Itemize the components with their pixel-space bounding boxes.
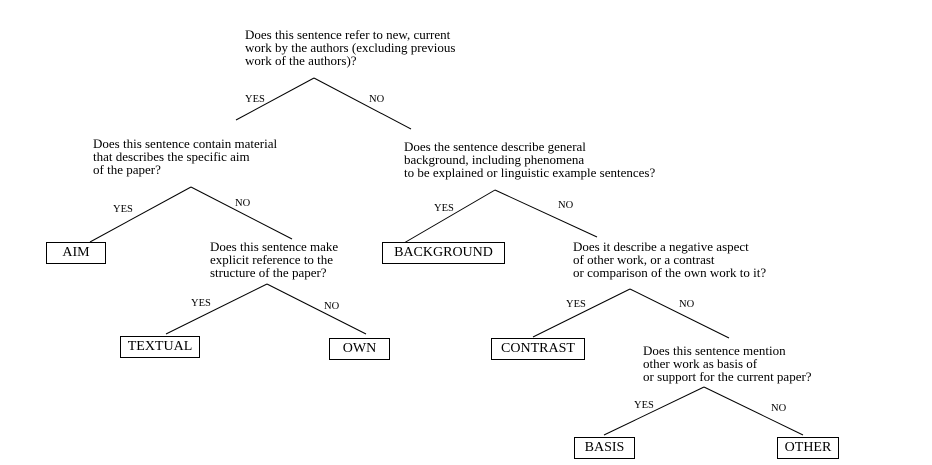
- edge-label-no: NO: [324, 301, 340, 312]
- question-line: work by the authors (excluding previous: [245, 40, 456, 55]
- edge-q2-no: [190, 186, 293, 240]
- edge-q5-no: [629, 288, 730, 339]
- question-line: or comparison of the own work to it?: [573, 265, 767, 280]
- edge-label-yes: YES: [113, 204, 133, 215]
- leaf-contrast: CONTRAST: [491, 338, 585, 360]
- edge-label-no: NO: [679, 299, 695, 310]
- question-line: to be explained or linguistic example se…: [404, 165, 656, 180]
- question-basis-support: Does this sentence mention other work as…: [643, 344, 812, 383]
- edge-q4-no: [266, 283, 367, 335]
- leaf-own: OWN: [329, 338, 390, 360]
- leaf-background: BACKGROUND: [382, 242, 505, 264]
- edge-label-yes: YES: [566, 299, 586, 310]
- question-line: that describes the specific aim: [93, 149, 250, 164]
- edge-label-yes: YES: [245, 94, 265, 105]
- edge-label-no: NO: [558, 200, 574, 211]
- question-line: of the paper?: [93, 162, 161, 177]
- edge-q1-no: [313, 77, 412, 130]
- question-line: explicit reference to the: [210, 252, 334, 267]
- question-line: Does this sentence contain material: [93, 136, 278, 151]
- question-negative-aspect: Does it describe a negative aspect of ot…: [573, 240, 766, 279]
- edge-q4-yes: [165, 283, 268, 335]
- question-line: Does this sentence mention: [643, 343, 786, 358]
- question-line: Does this sentence make: [210, 239, 339, 254]
- question-specific-aim: Does this sentence contain material that…: [93, 137, 277, 176]
- question-new-work: Does this sentence refer to new, current…: [245, 28, 455, 67]
- question-line: work of the authors)?: [245, 53, 357, 68]
- edge-q6-yes: [603, 386, 705, 436]
- question-line: structure of the paper?: [210, 265, 327, 280]
- question-line: or support for the current paper?: [643, 369, 812, 384]
- leaf-basis: BASIS: [574, 437, 635, 459]
- question-line: Does this sentence refer to new, current: [245, 27, 451, 42]
- edge-label-no: NO: [369, 94, 385, 105]
- edge-label-yes: YES: [434, 203, 454, 214]
- edge-q6-no: [703, 386, 804, 436]
- leaf-textual: TEXTUAL: [120, 336, 200, 358]
- leaf-other: OTHER: [777, 437, 839, 459]
- question-general-background: Does the sentence describe general backg…: [404, 140, 655, 179]
- edge-q3-yes: [403, 189, 496, 244]
- edge-q3-no: [494, 189, 598, 238]
- question-line: other work as basis of: [643, 356, 758, 371]
- edge-label-yes: YES: [634, 400, 654, 411]
- edge-label-no: NO: [235, 198, 251, 209]
- question-line: Does the sentence describe general: [404, 139, 586, 154]
- edge-label-no: NO: [771, 403, 787, 414]
- question-line: background, including phenomena: [404, 152, 585, 167]
- question-line: Does it describe a negative aspect: [573, 239, 749, 254]
- leaf-aim: AIM: [46, 242, 106, 264]
- edge-q2-yes: [89, 186, 192, 243]
- question-paper-structure: Does this sentence make explicit referen…: [210, 240, 338, 279]
- edge-q5-yes: [532, 288, 631, 338]
- edge-label-yes: YES: [191, 298, 211, 309]
- edge-q1-yes: [235, 77, 315, 121]
- question-line: of other work, or a contrast: [573, 252, 715, 267]
